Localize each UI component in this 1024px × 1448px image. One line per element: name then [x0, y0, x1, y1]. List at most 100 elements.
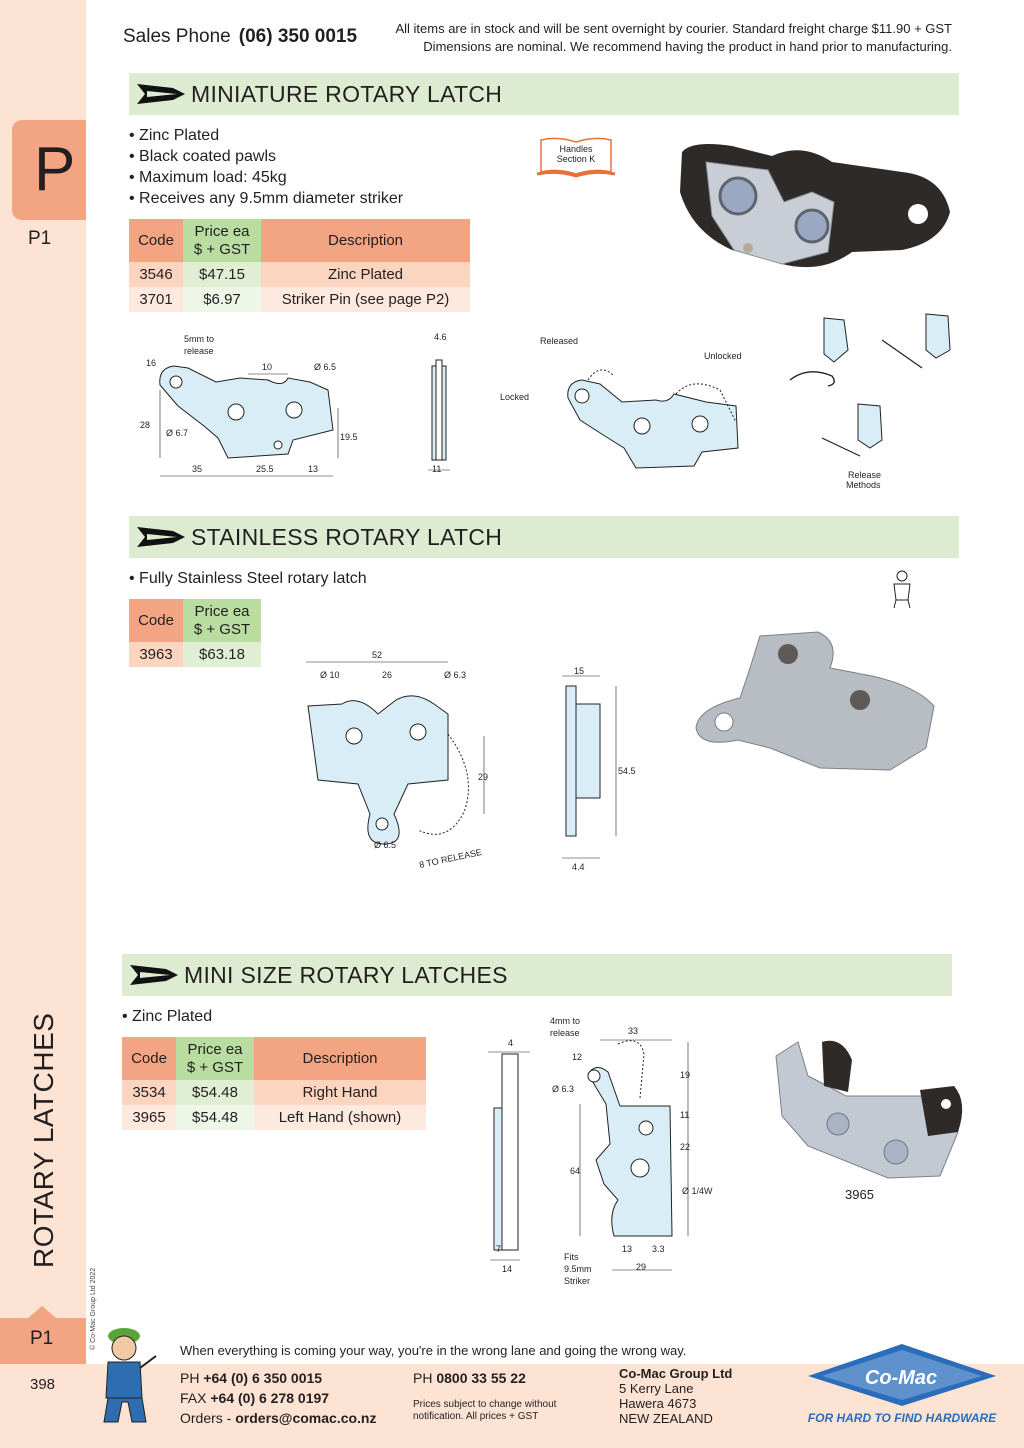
mini-latch-drawing: 4mm to release 33 12 Ø 6.3 19 11 22 64 Ø…: [550, 1016, 713, 1286]
dim-label: 33: [628, 1026, 638, 1036]
table-row[interactable]: 3534 $54.48 Right Hand: [122, 1080, 426, 1105]
book-icon: [536, 137, 616, 178]
section-tab[interactable]: P: [12, 120, 86, 220]
comac-logo[interactable]: Co-Mac FOR HARD TO FIND HARDWARE: [806, 1342, 1006, 1436]
dim-label: Ø 6.5: [374, 840, 396, 850]
dim-label: 13: [308, 464, 318, 474]
col-description: Description: [254, 1037, 426, 1080]
dim-label: 13: [622, 1244, 632, 1254]
release-methods-label: Methods: [846, 480, 881, 490]
price-table: Code Price ea$ + GST Description 3546 $4…: [129, 219, 470, 312]
notice-line-1: All items are in stock and will be sent …: [395, 21, 952, 36]
dim-label: Ø 6.5: [314, 362, 336, 372]
feature-item: • Black coated pawls: [129, 148, 277, 165]
category-title: ROTARY LATCHES: [28, 1012, 59, 1268]
state-label-unlocked: Unlocked: [704, 351, 742, 361]
table-row[interactable]: 3701 $6.97 Striker Pin (see page P2): [129, 287, 470, 312]
dim-label: 4.6: [434, 332, 447, 342]
address-line: Hawera 4673: [619, 1396, 697, 1411]
section-title: MINIATURE ROTARY LATCH: [191, 80, 503, 107]
table-row[interactable]: 3965 $54.48 Left Hand (shown): [122, 1105, 426, 1130]
dim-label: 5mm to: [184, 334, 214, 344]
feature-item: • Receives any 9.5mm diameter striker: [129, 190, 404, 207]
page-number: 398: [30, 1376, 56, 1393]
dim-label: Ø 6.3: [444, 670, 466, 680]
feature-item: • Zinc Plated: [129, 127, 220, 144]
dim-label: Ø 1/4W: [682, 1186, 713, 1196]
price-header-2: $ + GST: [193, 240, 251, 258]
dim-label: 52: [372, 650, 382, 660]
dim-label: 11: [680, 1110, 689, 1120]
section-header-miniature: MINIATURE ROTARY LATCH: [129, 73, 959, 115]
ph2-value: 0800 33 55 22: [436, 1370, 526, 1386]
address-line: NEW ZEALAND: [619, 1411, 713, 1426]
state-label-locked: Locked: [500, 392, 529, 402]
fax-label: FAX: [180, 1390, 207, 1406]
dim-label: 29: [636, 1262, 646, 1272]
sales-phone-number[interactable]: (06) 350 0015: [238, 26, 358, 47]
price-note-line: notification. All prices + GST: [413, 1411, 539, 1422]
dim-label: Fits: [564, 1252, 579, 1262]
col-code: Code: [129, 219, 183, 262]
price-cell: $63.18: [183, 642, 261, 667]
ph-label: PH: [180, 1370, 200, 1386]
logo-text: Co-Mac: [864, 1367, 938, 1389]
company-name: Co-Mac Group Ltd: [619, 1366, 733, 1381]
orders-email: orders@comac.co.nz: [235, 1410, 377, 1426]
release-methods-drawing: Release Methods: [789, 313, 951, 490]
arrow-icon: [137, 84, 185, 104]
stainless-latch-photo: [695, 631, 935, 771]
sidebar: [0, 0, 86, 1448]
price-table: Code Price ea$ + GST Description 3534 $5…: [122, 1037, 426, 1130]
price-header-1: Price ea: [194, 602, 250, 620]
stainless-latch-side-view: 15 54.5 4.4: [562, 666, 636, 872]
footer-fax: FAX +64 (0) 6 278 0197: [180, 1388, 377, 1408]
dim-label: 12: [572, 1052, 582, 1062]
col-price: Price ea$ + GST: [176, 1037, 254, 1080]
arrow-icon: [137, 527, 185, 547]
photo-caption: 3965: [845, 1187, 874, 1202]
bottom-section-code: P1: [30, 1328, 54, 1349]
footer-phone[interactable]: PH +64 (0) 6 350 0015: [180, 1368, 377, 1388]
code-cell: 3965: [122, 1105, 176, 1130]
dim-label: 35: [192, 464, 202, 474]
feature-list: • Fully Stainless Steel rotary latch: [129, 568, 367, 589]
price-table: Code Price ea$ + GST 3963 $63.18: [129, 599, 261, 667]
release-methods-label: Release: [848, 470, 881, 480]
mascot-icon: [103, 1328, 157, 1423]
code-cell: 3546: [129, 262, 183, 287]
col-price: Price ea$ + GST: [183, 599, 261, 642]
fax-value: +64 (0) 6 278 0197: [210, 1390, 330, 1406]
dim-label: Ø 6.3: [552, 1084, 574, 1094]
dim-label: 8 TO RELEASE: [418, 847, 482, 870]
miniature-latch-drawing: 5mm to release 16 10 Ø 6.5 28 Ø 6.7 19.5…: [140, 334, 358, 477]
description-cell: Striker Pin (see page P2): [261, 287, 470, 312]
dim-label: 29: [478, 772, 488, 782]
code-cell: 3701: [129, 287, 183, 312]
price-header-1: Price ea: [194, 222, 250, 240]
price-cell: $47.15: [183, 262, 261, 287]
dim-label: 4: [508, 1038, 513, 1048]
description-cell: Left Hand (shown): [254, 1105, 426, 1130]
logo-diamond-icon: [808, 1344, 996, 1406]
dim-label: 19.5: [340, 432, 358, 442]
footer-price-note: Prices subject to change without notific…: [413, 1399, 556, 1423]
dim-label: 54.5: [618, 766, 636, 776]
table-row[interactable]: 3546 $47.15 Zinc Plated: [129, 262, 470, 287]
orders-label: Orders -: [180, 1410, 232, 1426]
dim-label: 10: [262, 362, 272, 372]
dim-label: release: [184, 346, 214, 356]
section-title: MINI SIZE ROTARY LATCHES: [184, 961, 508, 988]
stainless-latch-drawing: 52 Ø 10 26 Ø 6.3 29 Ø 6.5 8 TO RELEASE: [306, 650, 488, 870]
price-header-1: Price ea: [187, 1040, 243, 1058]
description-cell: Right Hand: [254, 1080, 426, 1105]
table-row[interactable]: 3963 $63.18: [129, 642, 261, 667]
bottom-section-tab[interactable]: P1: [0, 1306, 86, 1364]
freight-notice: All items are in stock and will be sent …: [352, 20, 952, 56]
col-code: Code: [122, 1037, 176, 1080]
footer-freephone[interactable]: PH 0800 33 55 22: [413, 1368, 526, 1388]
footer-orders[interactable]: Orders - orders@comac.co.nz: [180, 1408, 377, 1428]
dim-label: 25.5: [256, 464, 274, 474]
feature-list: • Zinc Plated • Black coated pawls • Max…: [129, 125, 403, 209]
